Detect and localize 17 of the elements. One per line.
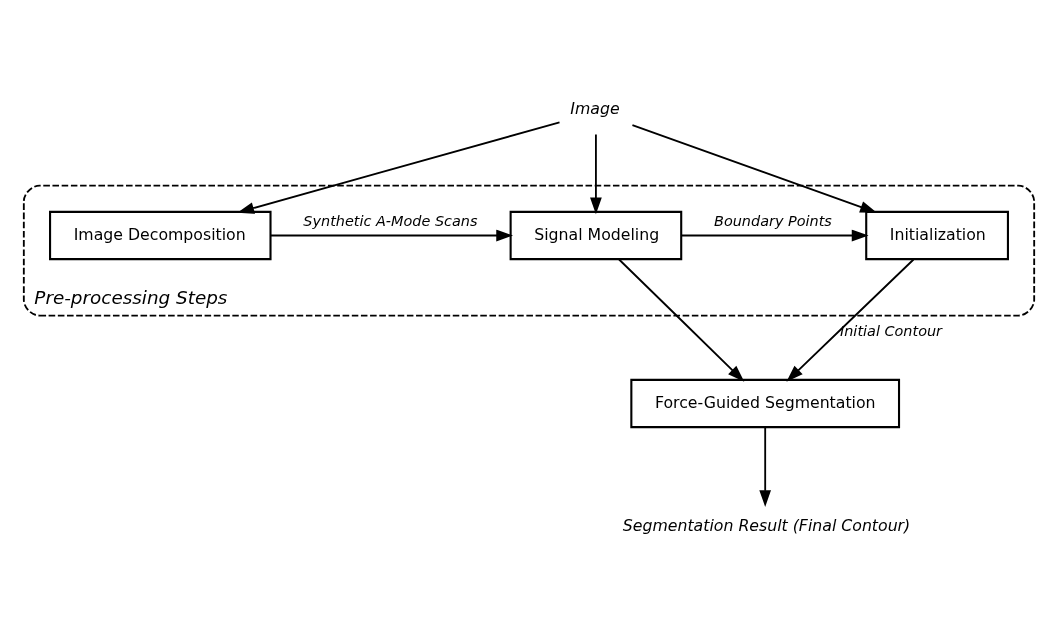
arrow [680, 229, 869, 241]
arrow [759, 425, 772, 507]
edge-label: Initial Contour [839, 322, 943, 339]
arrow [590, 133, 602, 214]
arrow [237, 120, 561, 214]
arrow [618, 258, 745, 382]
node-box: Signal Modeling [509, 210, 683, 260]
node-text: Segmentation Result (Final Contour) [622, 515, 911, 535]
arrow [786, 258, 915, 382]
node-box: Force-Guided Segmentation [630, 378, 901, 428]
arrow [631, 123, 877, 213]
arrow [269, 229, 514, 241]
node-text: Image [570, 98, 620, 118]
node-box: Initialization [865, 210, 1009, 260]
edge-label: Boundary Points [714, 212, 832, 229]
edge-label: Synthetic A-Mode Scans [303, 212, 478, 229]
node-box: Image Decomposition [49, 210, 272, 260]
